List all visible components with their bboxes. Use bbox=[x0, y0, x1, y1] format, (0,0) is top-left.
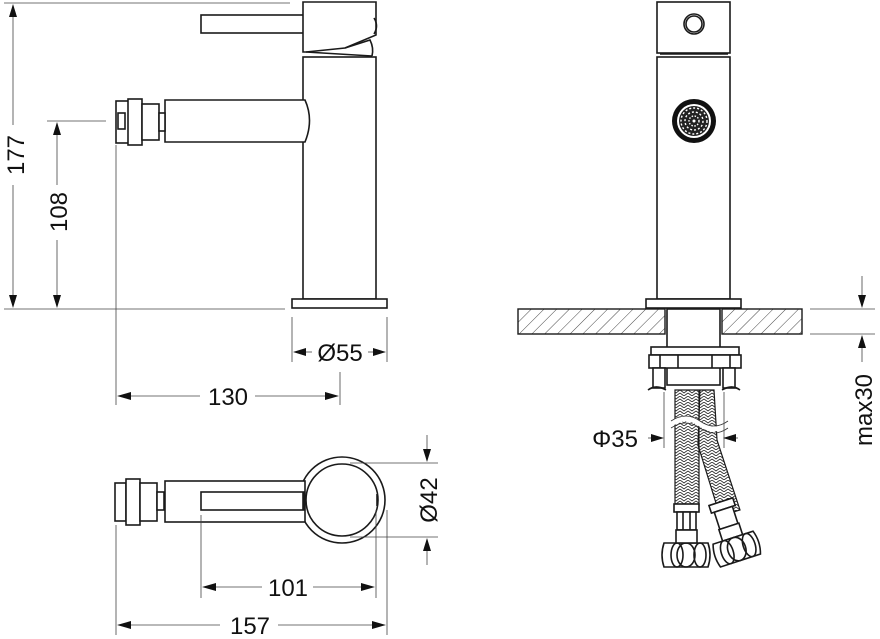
faucet-body bbox=[302, 56, 377, 300]
dim-total-height: 177 bbox=[3, 135, 30, 175]
hose-nut-right bbox=[712, 530, 762, 568]
dim-overall-length: 157 bbox=[230, 613, 270, 639]
deck-left bbox=[517, 308, 666, 335]
mounting-nut bbox=[648, 354, 742, 369]
top-view: Ø42 101 157 bbox=[114, 435, 443, 639]
hose-right bbox=[697, 389, 741, 517]
lever-head-front bbox=[656, 1, 731, 54]
dim-hole-diameter: Φ35 bbox=[592, 426, 638, 453]
dim-max-deck-thickness: max30 bbox=[851, 374, 878, 446]
front-view: Φ35 max30 bbox=[517, 1, 878, 568]
spout bbox=[164, 99, 311, 143]
dim-handle-length: 101 bbox=[268, 575, 308, 602]
dim-body-diameter: Ø42 bbox=[416, 477, 443, 522]
lever-handle bbox=[200, 14, 305, 34]
dim-spout-reach: 130 bbox=[208, 384, 248, 411]
hose-left bbox=[674, 389, 700, 506]
base-plate-front bbox=[645, 298, 742, 309]
lever-pin-circle bbox=[683, 13, 705, 35]
lever-top bbox=[200, 491, 305, 511]
deck-right bbox=[721, 308, 803, 335]
side-view: 177 108 Ø55 130 bbox=[3, 1, 388, 411]
aerator-icon bbox=[672, 99, 716, 143]
body-inner-circle bbox=[305, 463, 379, 537]
hose-nut-left bbox=[661, 542, 711, 568]
lever-head bbox=[302, 1, 377, 53]
dim-spout-height: 108 bbox=[46, 192, 73, 232]
base-plate bbox=[291, 298, 388, 309]
dim-base-diameter: Ø55 bbox=[317, 340, 362, 367]
faucet-body-front bbox=[656, 56, 731, 300]
